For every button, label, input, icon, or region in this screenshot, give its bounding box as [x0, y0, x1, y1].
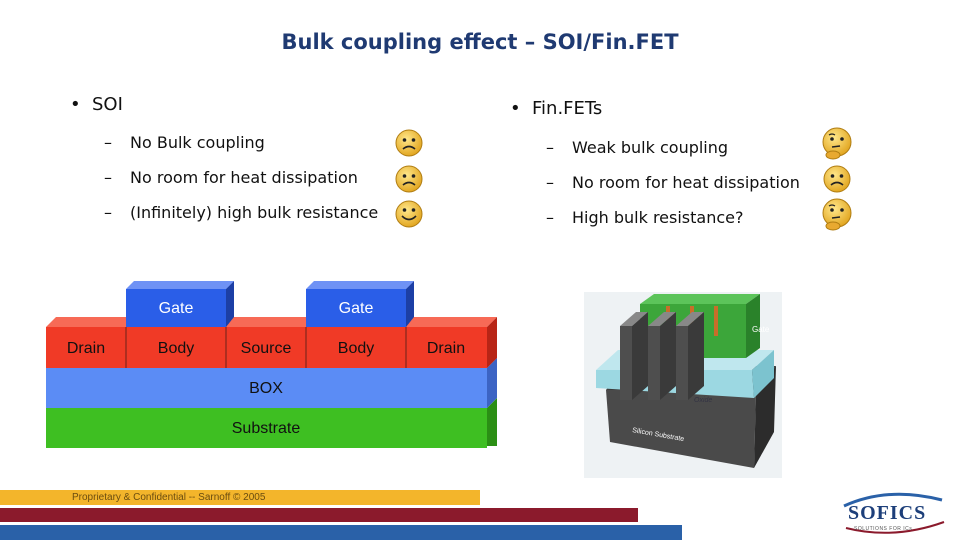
box-layer: [46, 368, 487, 408]
logo-swoosh-icon: [843, 492, 945, 534]
finfet-item-2-text: No room for heat dissipation: [572, 173, 800, 192]
soi-item-2: –No room for heat dissipation: [104, 168, 358, 187]
fin: [676, 326, 688, 400]
sofics-logo: SOFICS SOLUTIONS FOR ICs: [838, 490, 950, 536]
gate-side: [226, 281, 234, 327]
finfet-item-1: –Weak bulk coupling: [546, 138, 728, 157]
dash: –: [104, 133, 112, 152]
active-side: [487, 317, 497, 368]
logo-text: SOFICS: [848, 502, 927, 524]
happy-face-icon: [395, 200, 423, 228]
finfet-gate-label: Gate: [752, 325, 770, 334]
finfet-item-1-text: Weak bulk coupling: [572, 138, 729, 157]
finfet-item-2: –No room for heat dissipation: [546, 173, 800, 192]
finfet-item-3: –High bulk resistance?: [546, 208, 744, 227]
fin: [620, 326, 632, 400]
thinking-face-icon: [822, 198, 852, 231]
box-side: [487, 358, 497, 408]
sad-face-icon: [395, 165, 423, 193]
footer-blue-bar: [0, 525, 682, 540]
bullet-soi: • SOI: [70, 94, 123, 115]
gate-side: [406, 281, 414, 327]
fin-top: [620, 312, 648, 326]
active-layer: [46, 327, 487, 368]
dash: –: [546, 138, 554, 157]
bullet-soi-label: SOI: [92, 94, 123, 115]
substrate-layer: [46, 408, 487, 448]
gate-top: [126, 281, 234, 289]
dash: –: [104, 168, 112, 187]
fin-top: [648, 312, 676, 326]
source-label: Source: [241, 340, 292, 357]
drain-right-label: Drain: [427, 340, 465, 357]
bullet-finfets: • Fin.FETs: [510, 98, 602, 119]
body-right-label: Body: [338, 340, 374, 357]
soi-item-3: –(Infinitely) high bulk resistance: [104, 203, 378, 222]
active-top: [46, 317, 497, 327]
bullet-finfets-label: Fin.FETs: [532, 98, 603, 119]
oxide-side: [752, 350, 774, 398]
gate-top: [640, 294, 760, 304]
finfet-3d-image: Gate Oxide Silicon Substrate: [584, 292, 782, 478]
substrate-label: Substrate: [232, 420, 301, 437]
dash: –: [546, 208, 554, 227]
drain-left-label: Drain: [67, 340, 105, 357]
soi-cross-section-diagram: Gate Gate Drain Body Source Body Drain B…: [46, 281, 497, 448]
dash: –: [546, 173, 554, 192]
sad-face-icon: [823, 165, 851, 193]
gate-2-label: Gate: [339, 300, 374, 317]
thinking-face-icon: [822, 127, 852, 160]
soi-item-1-text: No Bulk coupling: [130, 133, 265, 152]
soi-item-3-text: (Infinitely) high bulk resistance: [130, 203, 379, 222]
finfet-item-3-text: High bulk resistance?: [572, 208, 744, 227]
substrate-front: [606, 390, 756, 468]
gate-1: [126, 289, 226, 327]
bullet-dot: •: [70, 94, 81, 115]
fin-contact: [714, 306, 718, 336]
footer-gold-bar: [0, 490, 480, 505]
gate-2: [306, 289, 406, 327]
footer-maroon-bar: [0, 508, 638, 522]
dash: –: [104, 203, 112, 222]
gate-side: [746, 294, 760, 358]
fin: [648, 326, 660, 400]
soi-item-1: –No Bulk coupling: [104, 133, 265, 152]
body-left-label: Body: [158, 340, 194, 357]
fin-side: [688, 312, 704, 400]
slide-title: Bulk coupling effect – SOI/Fin.FET: [281, 30, 679, 54]
fin-top: [676, 312, 704, 326]
fin-side: [632, 312, 648, 400]
finfet-oxide-label: Oxide: [694, 397, 712, 404]
bullet-dot: •: [510, 98, 521, 119]
box-label: BOX: [249, 380, 283, 397]
soi-item-2-text: No room for heat dissipation: [130, 168, 358, 187]
footer-copyright: Proprietary & Confidential -- Sarnoff © …: [72, 492, 266, 503]
gate-1-label: Gate: [159, 300, 194, 317]
logo-tagline: SOLUTIONS FOR ICs: [854, 526, 913, 532]
sad-face-icon: [395, 129, 423, 157]
fin-side: [660, 312, 676, 400]
substrate-side: [487, 398, 497, 446]
gate-top: [306, 281, 414, 289]
